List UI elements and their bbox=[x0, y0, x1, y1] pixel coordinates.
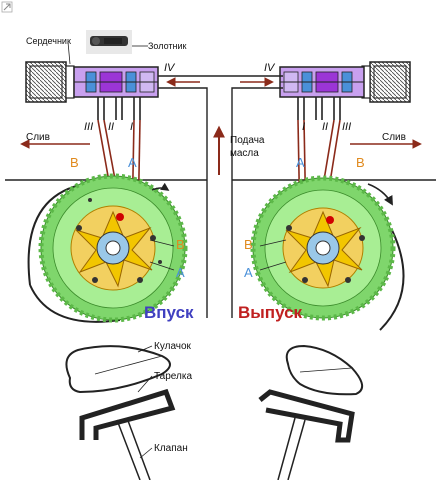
label-oil-feed-1: Подача bbox=[230, 135, 265, 146]
intake-phaser bbox=[27, 173, 188, 323]
rotation-arrow-right bbox=[367, 183, 393, 206]
label-a-right-rotor: A bbox=[244, 265, 253, 280]
label-plate: Тарелка bbox=[154, 371, 192, 382]
label-a-right-top: A bbox=[296, 155, 305, 170]
label-a-left-rotor: A bbox=[176, 265, 185, 280]
label-port-ii-left: II bbox=[108, 121, 114, 133]
label-port-iv-left: IV bbox=[164, 62, 176, 74]
label-drain-right: Слив bbox=[382, 132, 406, 143]
spool-photo-icon bbox=[86, 30, 132, 54]
label-exhaust: Выпуск bbox=[238, 303, 303, 322]
label-port-iii-left: III bbox=[84, 121, 93, 133]
label-port-i-left: I bbox=[130, 121, 133, 133]
label-b-left-rotor: B bbox=[176, 237, 185, 252]
label-b-left-top: B bbox=[70, 155, 79, 170]
label-a-left-top: A bbox=[128, 155, 137, 170]
label-port-ii-right: II bbox=[322, 121, 328, 133]
label-core: Сердечник bbox=[26, 36, 71, 46]
label-cam: Кулачок bbox=[154, 341, 192, 352]
leader-lines bbox=[67, 41, 287, 459]
label-oil-feed-2: масла bbox=[230, 148, 259, 159]
label-port-i-right: I bbox=[302, 121, 305, 133]
right-solenoid bbox=[279, 61, 411, 120]
rotation-arrow-left bbox=[151, 182, 170, 191]
label-intake: Впуск bbox=[144, 303, 194, 322]
left-solenoid bbox=[25, 61, 159, 120]
label-valve: Клапан bbox=[154, 443, 188, 454]
label-drain-left: Слив bbox=[26, 132, 50, 143]
left-cam-valve bbox=[65, 345, 176, 480]
label-spool: Золотник bbox=[148, 41, 187, 51]
expand-icon[interactable] bbox=[1, 1, 13, 13]
label-port-iii-right: III bbox=[342, 121, 351, 133]
label-b-right-top: B bbox=[356, 155, 365, 170]
label-port-iv-right: IV bbox=[264, 62, 276, 74]
exhaust-phaser bbox=[250, 175, 405, 331]
right-cam-valve bbox=[258, 344, 363, 480]
label-b-right-rotor: B bbox=[244, 237, 253, 252]
